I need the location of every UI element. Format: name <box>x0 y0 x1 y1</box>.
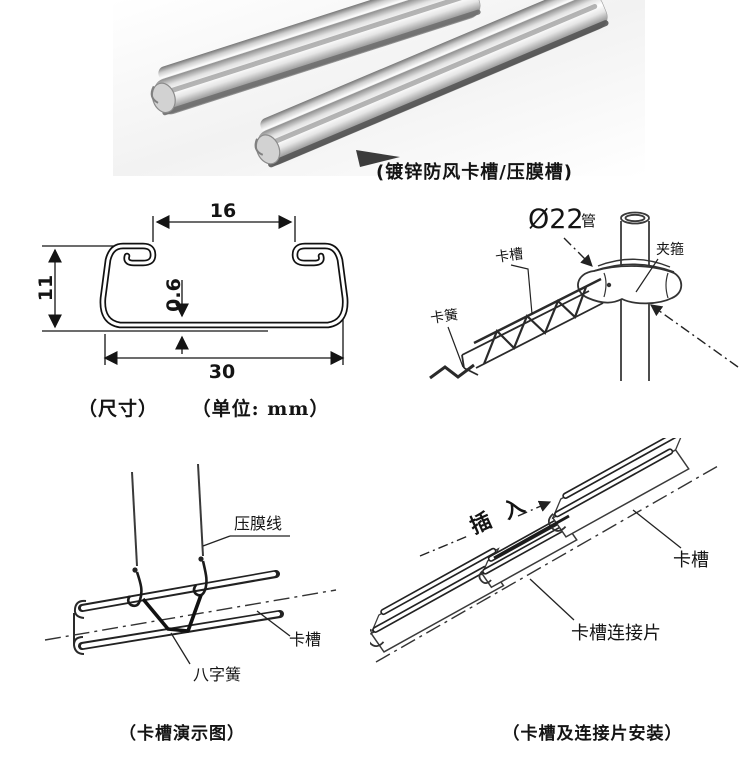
channel-profile <box>99 242 349 329</box>
connector-label: 卡槽连接片 <box>571 623 661 644</box>
dim-height: 11 <box>35 275 57 301</box>
axis-arrows <box>563 237 739 368</box>
product-photo <box>113 0 645 176</box>
channel-label: 卡槽 <box>494 246 524 266</box>
insert-label: 插 入 <box>466 492 532 539</box>
cross-section-captions: （尺寸） （单位: mm） <box>78 394 329 421</box>
spring-label: 卡簧 <box>429 307 459 327</box>
clamp-label: 夹箍 <box>656 241 684 258</box>
demo-caption: （卡槽演示图） <box>119 724 245 744</box>
figure8-spring <box>141 594 203 633</box>
connector-install-diagram: 插 入 卡槽 卡槽连接片 <box>370 438 719 663</box>
channel-label: 卡槽 <box>289 630 321 649</box>
dim-thickness: 0.6 <box>163 278 185 312</box>
spring-label: 八字簧 <box>193 665 241 684</box>
photo-caption: (镀锌防风卡槽/压膜槽) <box>376 162 574 183</box>
dim-width: 30 <box>209 361 235 383</box>
channel-segment-right <box>541 438 701 541</box>
caption-size: （尺寸） <box>78 398 159 420</box>
center-axis <box>375 465 719 663</box>
insert-direction <box>419 500 552 557</box>
channel-label: 卡槽 <box>673 550 709 571</box>
pipe-diameter-label: Ø22 <box>528 204 584 235</box>
clamp-install-diagram: Ø22 管 卡槽 卡簧 夹箍 <box>429 204 739 381</box>
caption-unit: （单位: mm） <box>191 398 330 420</box>
cross-section-drawing: 16 11 0.6 30 <box>35 200 349 383</box>
dim-opening: 16 <box>210 200 236 222</box>
leader-lines <box>529 509 682 621</box>
leader-lines <box>170 535 291 665</box>
rail-back <box>150 0 481 116</box>
clamp <box>577 258 683 305</box>
wire-hooks-and-spring <box>126 556 208 633</box>
leader-lines <box>447 258 659 368</box>
center-axis <box>44 589 337 641</box>
dimension-lines <box>42 215 345 365</box>
pipe <box>620 211 650 381</box>
channel-truss <box>429 277 604 380</box>
rail-front <box>254 0 609 168</box>
insertion-edge <box>493 514 570 560</box>
spring-wire <box>429 363 475 380</box>
pipe-word-label: 管 <box>581 212 596 230</box>
channel-demo-diagram: 压膜线 卡槽 八字簧 <box>44 463 337 684</box>
film-line-label: 压膜线 <box>234 514 282 533</box>
film-lines <box>131 463 204 567</box>
rail-shadow-tip <box>356 150 400 167</box>
connector-caption: （卡槽及连接片安装） <box>502 724 683 744</box>
